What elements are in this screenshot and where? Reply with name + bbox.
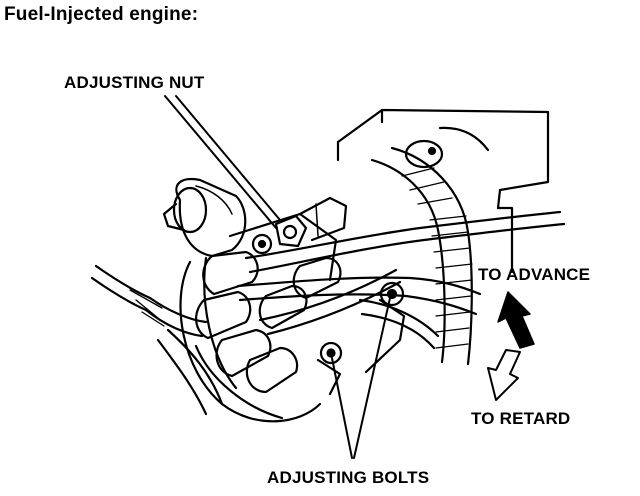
- coolant-hose: [370, 146, 473, 366]
- adjusting-bolts: [316, 281, 406, 396]
- adjusting-nut: [274, 196, 348, 248]
- to-retard-label: TO RETARD: [471, 409, 571, 428]
- leader-lines: [164, 95, 391, 459]
- vacuum-advance-unit: [162, 177, 247, 258]
- adjusting-bolts-label: ADJUSTING BOLTS: [267, 468, 430, 487]
- advance-arrow: [497, 291, 535, 349]
- wiring-harness: [90, 264, 224, 416]
- plug-wire-boots: [195, 250, 342, 394]
- retard-arrow: [487, 349, 521, 401]
- engine-housing: [336, 108, 550, 274]
- to-advance-label: TO ADVANCE: [478, 265, 591, 284]
- figure-title: Fuel-Injected engine:: [4, 4, 199, 25]
- adjusting-nut-label: ADJUSTING NUT: [64, 73, 205, 92]
